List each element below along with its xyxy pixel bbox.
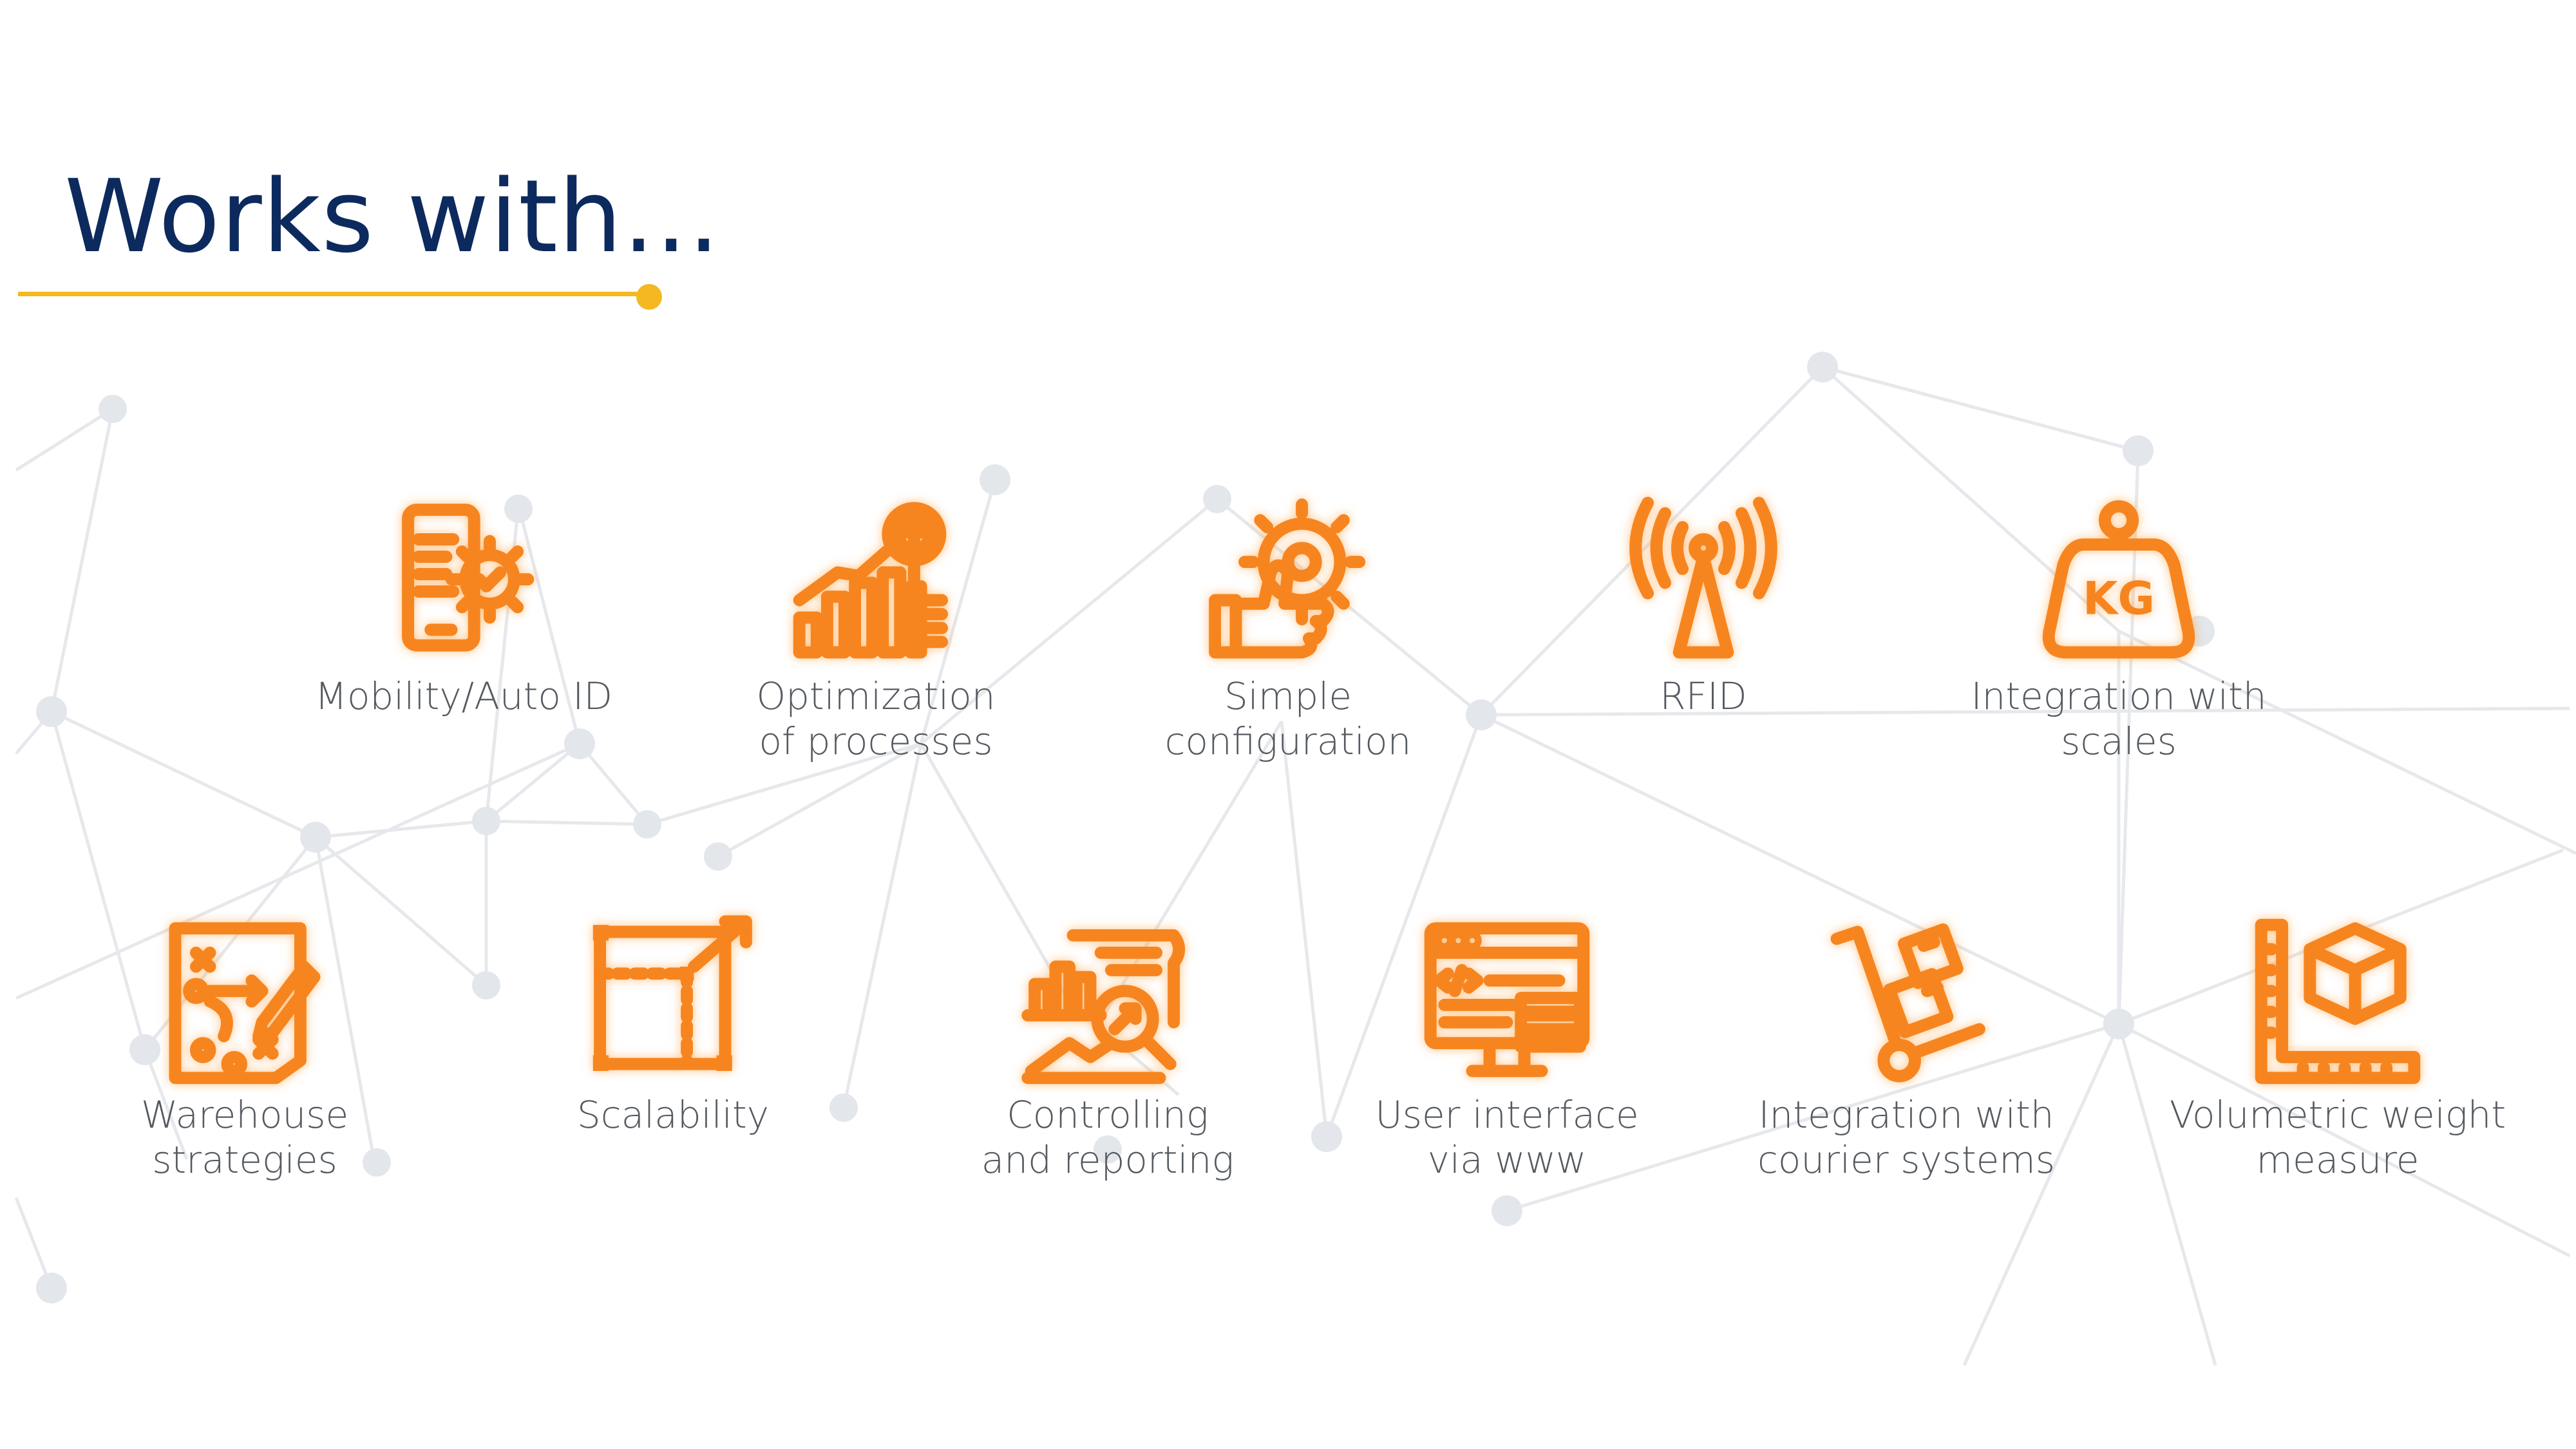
- title-underline: [18, 292, 650, 296]
- svg-text:KG: KG: [2083, 573, 2155, 625]
- feature-warehouse-strategies: Warehouse strategies: [64, 914, 425, 1182]
- feature-label: User interface via www: [1375, 1093, 1639, 1182]
- feature-label: Simple configuration: [1164, 674, 1412, 763]
- feature-label: Optimization of processes: [756, 674, 996, 763]
- web-code-monitor-icon: [1420, 914, 1594, 1088]
- feature-scales: KG Integration with scales: [1938, 496, 2299, 764]
- feature-label: Warehouse strategies: [140, 1093, 349, 1182]
- feature-courier-systems: Integration with courier systems: [1726, 914, 2087, 1182]
- kg-weight-icon: KG: [2032, 496, 2206, 670]
- feature-simple-configuration: Simple configuration: [1108, 496, 1468, 764]
- box-ruler-icon: [2251, 914, 2425, 1088]
- feature-scalability: Scalability: [493, 914, 853, 1137]
- thumbs-up-gear-icon: [1201, 496, 1375, 670]
- scale-frame-icon: [586, 914, 760, 1088]
- feature-label: Scalability: [576, 1093, 770, 1137]
- feature-label: Integration with scales: [1971, 674, 2267, 763]
- page-title: Works with...: [64, 158, 721, 275]
- feature-label: Mobility/Auto ID: [314, 674, 613, 718]
- hand-truck-icon: [1819, 914, 1993, 1088]
- feature-rfid: RFID: [1523, 496, 1884, 719]
- report-analytics-icon: [1021, 914, 1195, 1088]
- feature-controlling-reporting: Controlling and reporting: [927, 914, 1288, 1182]
- feature-label: RFID: [1660, 674, 1747, 718]
- mobile-gear-icon: [377, 496, 551, 670]
- strategy-board-icon: [158, 914, 332, 1088]
- feature-volumetric-weight: Volumetric weight measure: [2157, 914, 2518, 1182]
- chart-magnifier-icon: [789, 496, 963, 670]
- title-underline-dot: [636, 284, 662, 310]
- feature-label: Volumetric weight measure: [2169, 1093, 2506, 1182]
- antenna-icon: [1616, 496, 1790, 670]
- feature-label: Controlling and reporting: [981, 1093, 1235, 1182]
- feature-optimization: Optimization of processes: [696, 496, 1056, 764]
- feature-mobility: Mobility/Auto ID: [283, 496, 644, 719]
- feature-user-interface: User interface via www: [1327, 914, 1687, 1182]
- feature-label: Integration with courier systems: [1757, 1093, 2055, 1182]
